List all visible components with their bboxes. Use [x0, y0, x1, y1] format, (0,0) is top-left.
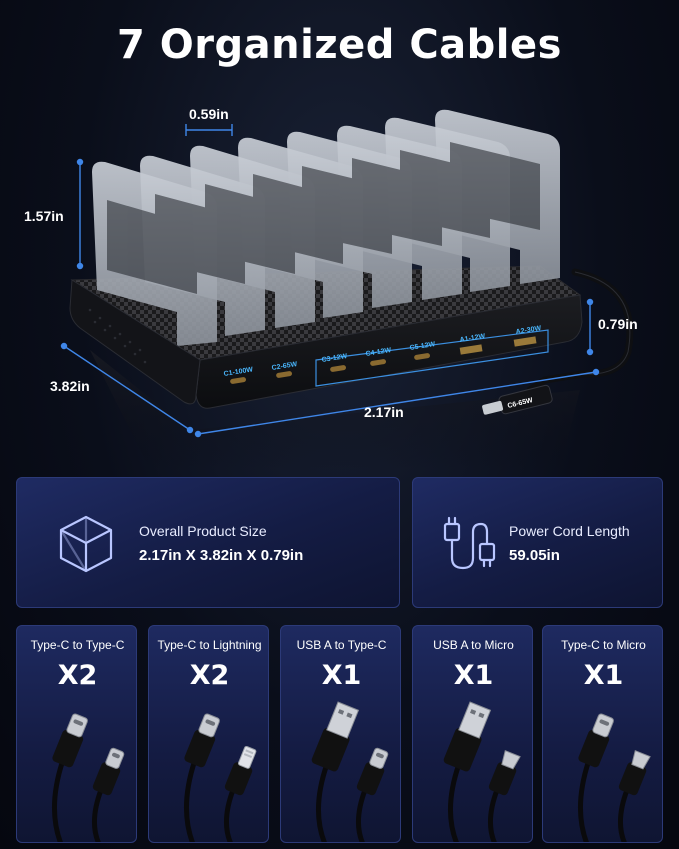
cube-icon	[59, 515, 113, 573]
port-a2	[513, 336, 537, 347]
dim-divider-height: 1.57in	[24, 208, 64, 224]
product-size-panel: Overall Product Size 2.17in X 3.82in X 0…	[16, 477, 400, 608]
product-size-value: 2.17in X 3.82in X 0.79in	[139, 547, 304, 564]
cable-card-usba-micro: USB A to Micro X1	[412, 625, 533, 843]
power-cord-value: 59.05in	[509, 547, 560, 564]
port-label-a1: A1-12W	[459, 333, 486, 344]
port-label-c2: C2-65W	[271, 361, 298, 372]
port-c4	[370, 359, 387, 366]
usbc-to-lightning-cable-icon	[184, 713, 257, 842]
cable-qty: X1	[453, 660, 494, 691]
cable-qty: X2	[57, 660, 98, 691]
cable-label: USB A to Type-C	[296, 638, 387, 652]
cable-card-usbc-usbc: Type-C to Type-C X2	[16, 625, 137, 843]
port-label-a2: A2-30W	[515, 325, 542, 336]
port-label-c1: C1-100W	[223, 366, 254, 378]
cable-label: Type-C to Micro	[561, 638, 646, 652]
reflection	[90, 350, 580, 470]
charging-station-illustration: C1-100W C2-65W C3-12W C4-12W C5-12W A1-1…	[60, 109, 634, 470]
power-cord-panel: Power Cord Length 59.05in	[412, 477, 663, 608]
port-a1	[459, 344, 483, 355]
dim-width: 2.17in	[364, 404, 404, 420]
port-label-c3: C3-12W	[321, 353, 348, 364]
product-size-title: Overall Product Size	[139, 523, 267, 539]
ports	[230, 336, 537, 384]
cable-label: USB A to Micro	[433, 638, 514, 652]
port-label-c5: C5-12W	[409, 341, 436, 352]
cable-tip: C6-65W	[482, 384, 553, 415]
port-c2	[276, 371, 293, 378]
cable-label: Type-C to Type-C	[30, 638, 125, 652]
port-group-outline	[315, 329, 549, 387]
power-cord-icon	[443, 516, 496, 570]
port-c5	[414, 353, 431, 360]
base-front	[195, 294, 583, 409]
dim-depth: 3.82in	[50, 378, 90, 394]
usba-to-usbc-cable-icon	[311, 701, 389, 842]
port-c1	[230, 377, 247, 384]
usbc-to-usbc-cable-icon	[52, 713, 125, 842]
usbc-to-micro-cable-icon	[578, 713, 651, 842]
dim-divider-gap: 0.59in	[189, 106, 229, 122]
cable-card-usba-usbc: USB A to Type-C X1	[280, 625, 401, 843]
cable-label: Type-C to Lightning	[157, 638, 262, 652]
cable-qty: X1	[583, 660, 624, 691]
cable-qty: X1	[321, 660, 362, 691]
usba-to-micro-cable-icon	[443, 701, 521, 842]
base-side	[69, 279, 201, 405]
cable-card-usbc-micro: Type-C to Micro X1	[542, 625, 663, 843]
cable-qty: X2	[189, 660, 230, 691]
dim-base-height: 0.79in	[598, 316, 638, 332]
power-cord-title: Power Cord Length	[509, 523, 630, 539]
port-c3	[330, 365, 347, 372]
cable-card-usbc-lightning: Type-C to Lightning X2	[148, 625, 269, 843]
port-label-c4: C4-12W	[365, 347, 392, 358]
page-title: 7 Organized Cables	[117, 22, 562, 68]
